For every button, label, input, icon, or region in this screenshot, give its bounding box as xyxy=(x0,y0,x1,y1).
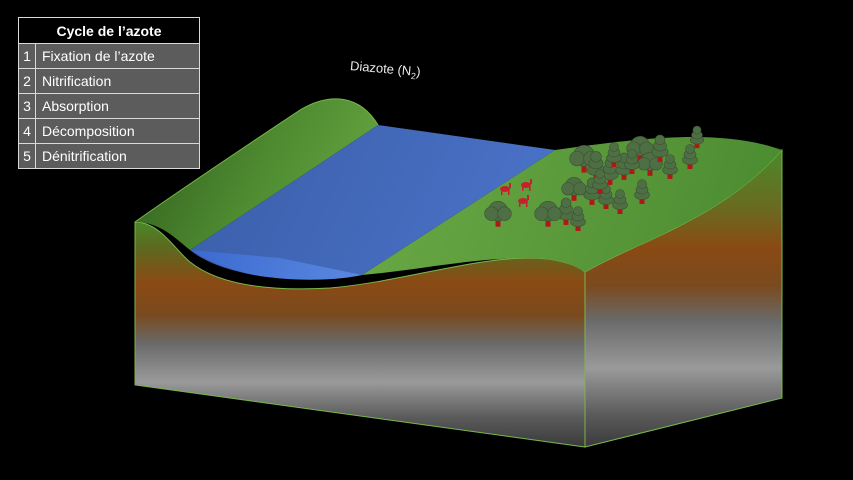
deer-icon xyxy=(500,183,511,195)
conifer-tree-icon xyxy=(557,197,575,225)
ridge-edge xyxy=(134,98,379,223)
conifer-tree-icon xyxy=(606,142,622,167)
conifer-tree-icon xyxy=(634,179,650,204)
legend-table: Cycle de l’azote 1 Fixation de l’azote 2… xyxy=(18,17,200,169)
legend-number: 5 xyxy=(18,143,36,169)
deer-icon xyxy=(518,195,529,207)
conifer-tree-icon xyxy=(624,149,640,174)
legend-number: 3 xyxy=(18,93,36,119)
legend-header-row: Cycle de l’azote xyxy=(18,17,200,44)
legend-title: Cycle de l’azote xyxy=(18,17,200,44)
legend-label: Décomposition xyxy=(35,118,200,144)
deciduous-tree-icon xyxy=(484,201,512,227)
legend-label: Fixation de l’azote xyxy=(35,43,200,69)
legend-row: 2 Nitrification xyxy=(18,68,200,94)
deer-icon xyxy=(521,179,532,191)
conifer-tree-icon xyxy=(662,154,678,179)
conifer-tree-icon xyxy=(612,189,628,214)
legend-number: 4 xyxy=(18,118,36,144)
deciduous-tree-icon xyxy=(637,152,663,176)
legend-row: 3 Absorption xyxy=(18,93,200,119)
hill-ridge xyxy=(135,98,378,250)
legend-number: 1 xyxy=(18,43,36,69)
conifer-tree-icon xyxy=(583,177,601,205)
forest xyxy=(484,125,705,231)
conifer-tree-icon xyxy=(592,169,608,194)
conifer-tree-icon xyxy=(689,125,705,149)
legend-number: 2 xyxy=(18,68,36,94)
conifer-tree-icon xyxy=(570,206,586,231)
legend-row: 5 Dénitrification xyxy=(18,143,200,169)
conifer-tree-icon xyxy=(682,144,698,169)
animal-group xyxy=(500,179,532,207)
conifer-tree-icon xyxy=(651,134,669,162)
legend-row: 1 Fixation de l’azote xyxy=(18,43,200,69)
legend-row: 4 Décomposition xyxy=(18,118,200,144)
water-body xyxy=(190,125,555,280)
shore-water xyxy=(190,250,362,280)
legend-label: Dénitrification xyxy=(35,143,200,169)
legend-label: Nitrification xyxy=(35,68,200,94)
legend-label: Absorption xyxy=(35,93,200,119)
deciduous-tree-icon xyxy=(534,201,562,227)
